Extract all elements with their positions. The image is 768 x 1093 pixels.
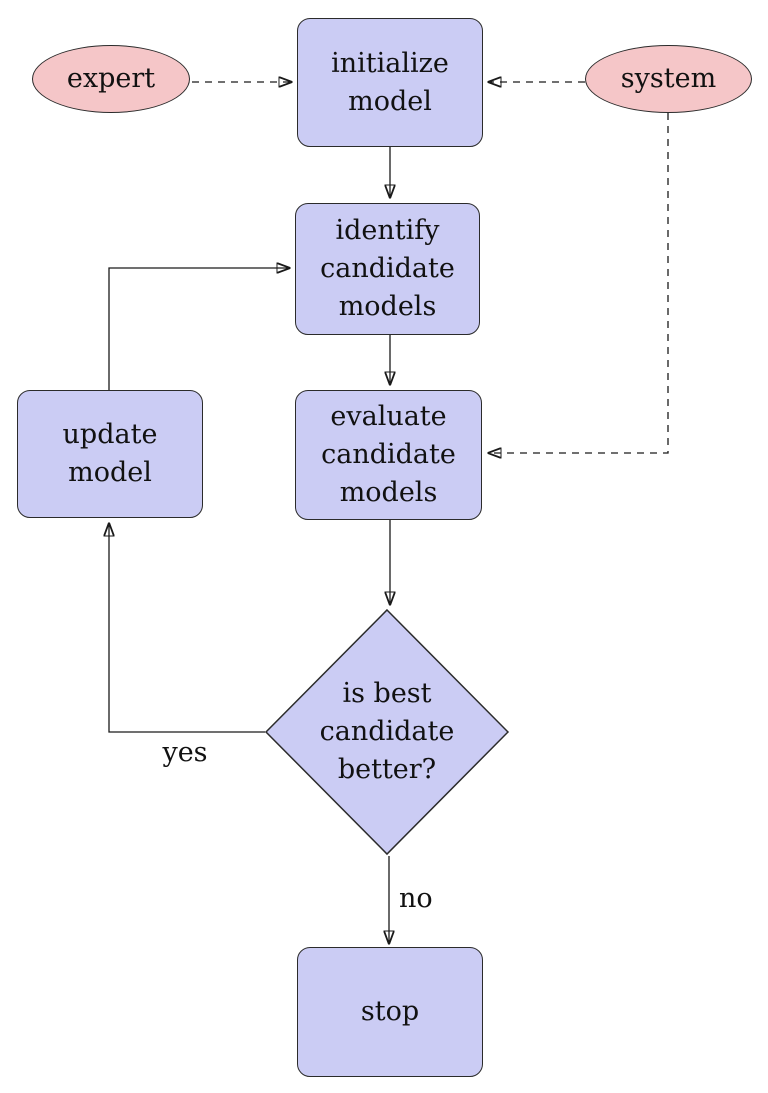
node-initialize-model: initialize model <box>297 18 483 147</box>
node-stop: stop <box>297 947 483 1077</box>
node-is-best-candidate-better: is best candidate better? <box>264 608 510 856</box>
node-evaluate-candidate-models: evaluate candidate models <box>295 390 482 520</box>
node-expert-label: expert <box>66 63 156 95</box>
edge-update-to-identify <box>108 268 289 390</box>
edge-diamond-yes-to-update <box>109 524 265 733</box>
node-stop-label: stop <box>360 996 420 1028</box>
edge-label-no: no <box>399 883 433 914</box>
node-expert: expert <box>32 45 190 113</box>
diamond-shape <box>264 608 510 856</box>
node-update-model-label: update model <box>62 419 158 488</box>
node-system: system <box>585 45 752 113</box>
edge-system-to-evaluate <box>489 113 669 453</box>
node-is-best-candidate-better-label: is best candidate better? <box>319 677 455 786</box>
edge-label-yes: yes <box>162 737 208 768</box>
node-update-model: update model <box>17 390 203 518</box>
node-evaluate-candidate-models-label: evaluate candidate models <box>321 401 456 508</box>
node-identify-candidate-models-label: identify candidate models <box>320 215 455 322</box>
node-identify-candidate-models: identify candidate models <box>295 203 480 335</box>
node-initialize-model-label: initialize model <box>331 47 449 117</box>
node-system-label: system <box>620 63 717 95</box>
